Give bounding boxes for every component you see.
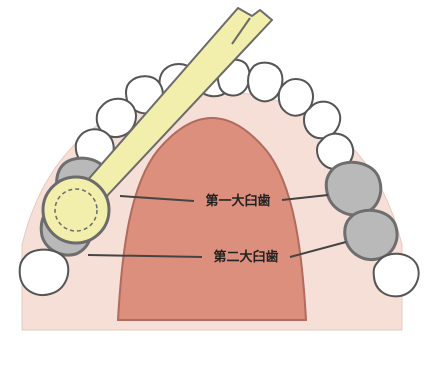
label-first-molar: 第一大臼歯 [205,193,270,209]
first-molar-right [326,162,380,215]
instrument-mirror [43,177,109,243]
second-molar-right [345,210,397,259]
label-second-molar: 第二大臼歯 [213,249,278,265]
third-molar-left [20,250,69,295]
tooth-lateral-right [248,63,282,102]
third-molar-right [374,254,419,297]
